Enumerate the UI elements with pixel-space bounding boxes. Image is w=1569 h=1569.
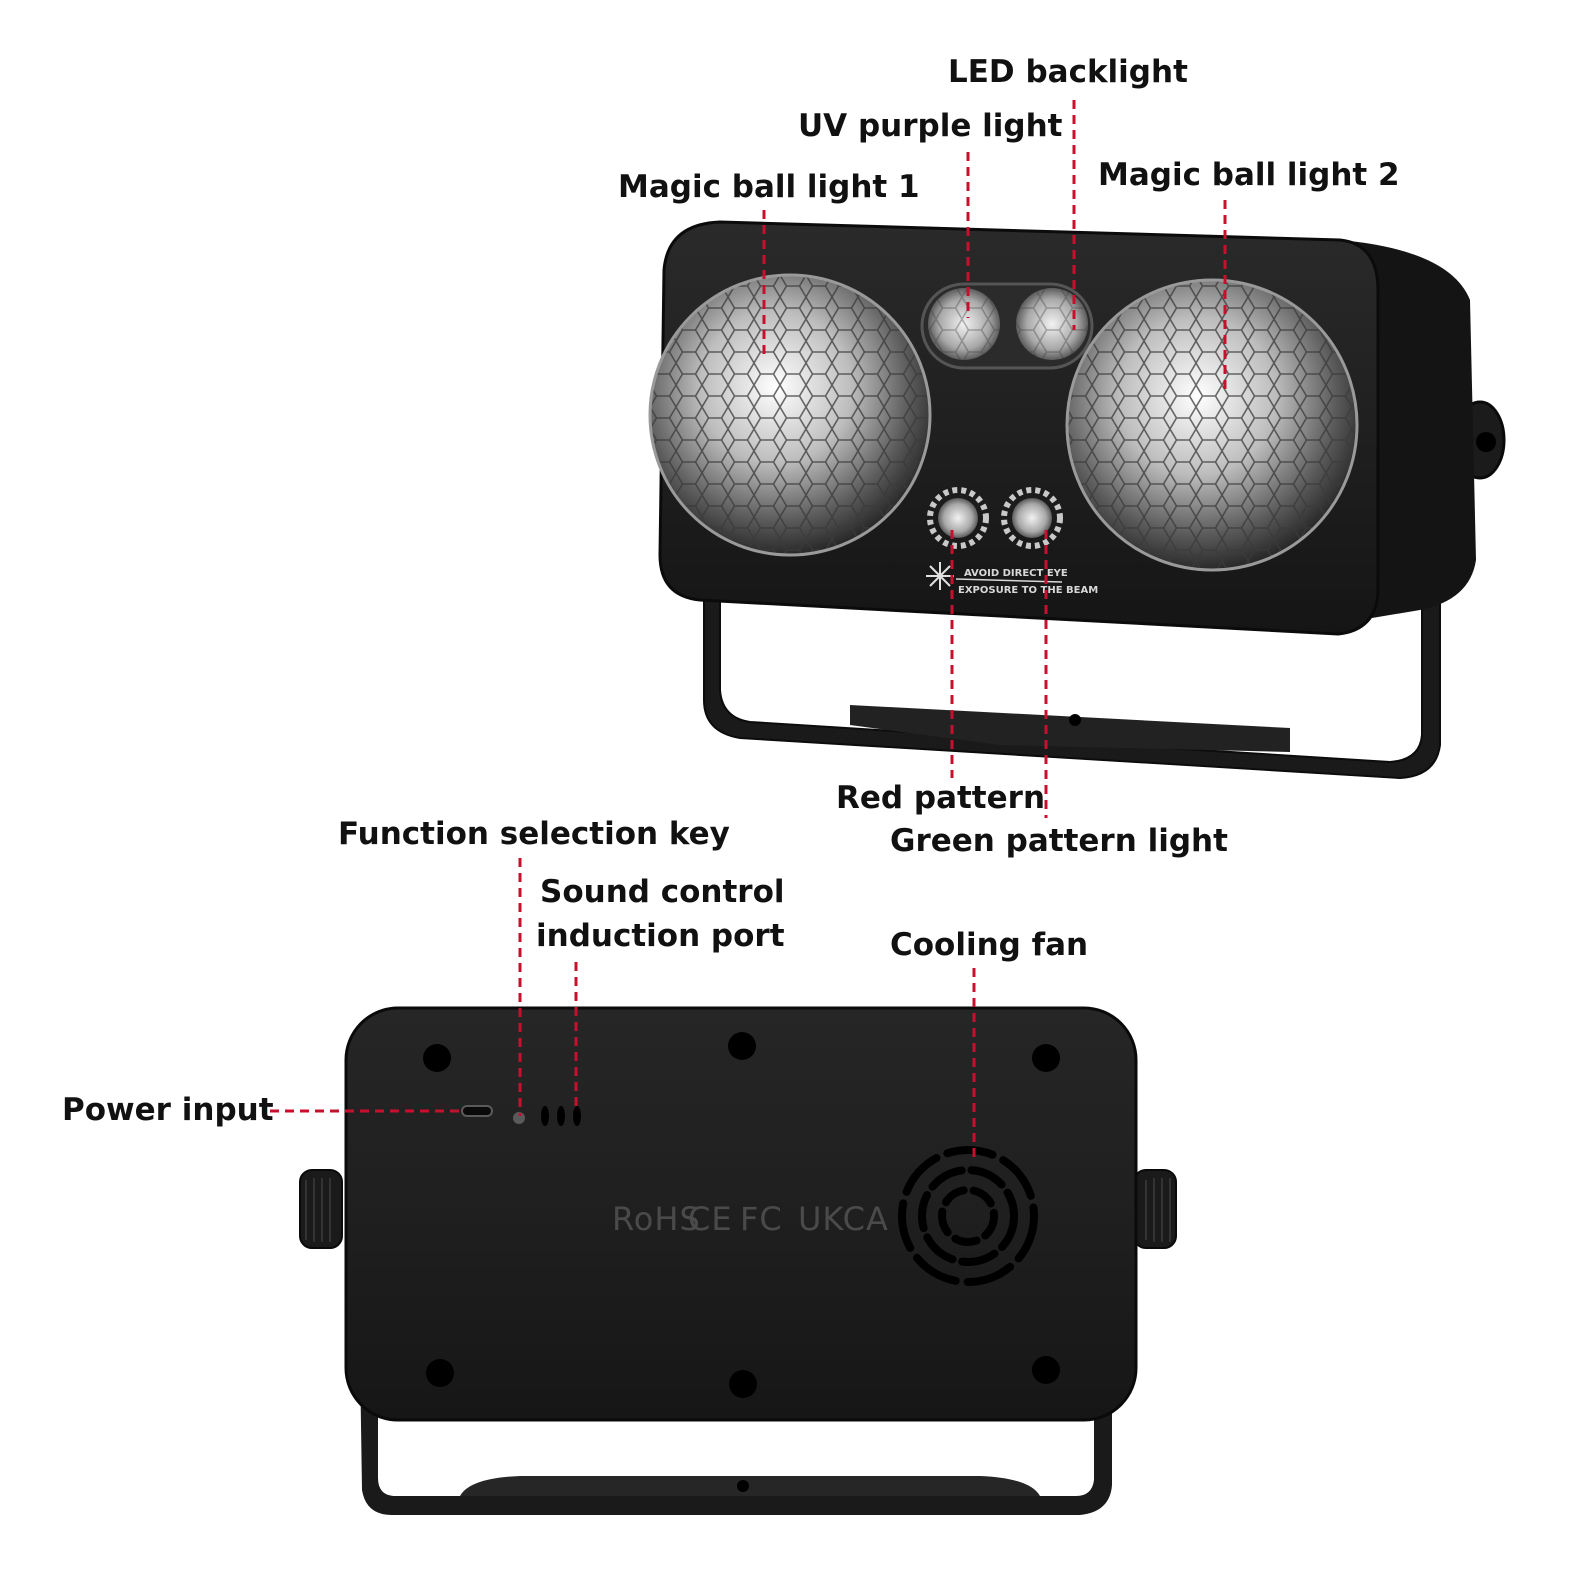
label-sound-control-line-1: Sound control xyxy=(540,874,785,910)
mic-slot xyxy=(557,1106,565,1126)
cert-ukca: UKCA xyxy=(798,1200,889,1238)
laser-warning: AVOID DIRECT EYE EXPOSURE TO THE BEAM xyxy=(926,562,1098,596)
label-magic-ball-light-1: Magic ball light 1 xyxy=(618,169,920,205)
label-uv-purple-light: UV purple light xyxy=(798,108,1063,144)
green-pattern-lens xyxy=(1001,487,1063,549)
label-sound-control-line-2: induction port xyxy=(536,918,785,954)
front-device: AVOID DIRECT EYE EXPOSURE TO THE BEAM xyxy=(648,220,1506,780)
back-bracket xyxy=(360,1360,1112,1515)
laser-warning-icon xyxy=(926,562,954,590)
mic-slot xyxy=(573,1106,581,1126)
label-green-pattern-light: Green pattern light xyxy=(890,823,1228,859)
label-cooling-fan: Cooling fan xyxy=(890,927,1088,963)
certification-marks: RoHS CE FC UKCA xyxy=(612,1200,889,1238)
function-selection-key[interactable] xyxy=(513,1112,525,1124)
lens-housing xyxy=(920,282,1094,370)
screw xyxy=(729,1370,757,1398)
back-knob-left xyxy=(299,1169,343,1249)
screw xyxy=(423,1044,451,1072)
screw xyxy=(728,1032,756,1060)
screw xyxy=(1032,1356,1060,1384)
bracket-hole xyxy=(1069,714,1081,726)
screw xyxy=(426,1359,454,1387)
cooling-fan-grille xyxy=(898,1146,1038,1286)
label-power-input: Power input xyxy=(62,1092,274,1128)
warning-line-2: EXPOSURE TO THE BEAM xyxy=(958,585,1098,596)
label-red-pattern: Red pattern xyxy=(836,780,1045,816)
callout-labels: LED backlight UV purple light Magic ball… xyxy=(62,54,1400,1128)
back-bracket-hole xyxy=(737,1480,749,1492)
back-knob-right xyxy=(1133,1169,1177,1249)
screw xyxy=(1032,1044,1060,1072)
mic-slot xyxy=(541,1106,549,1126)
label-function-selection-key: Function selection key xyxy=(338,816,730,852)
front-bracket-plate xyxy=(850,705,1290,752)
warning-line-1: AVOID DIRECT EYE xyxy=(964,568,1068,579)
front-knob-hole xyxy=(1476,432,1496,452)
magic-ball-2 xyxy=(1065,278,1359,572)
label-led-backlight: LED backlight xyxy=(948,54,1188,90)
cert-fc: FC xyxy=(740,1200,783,1238)
red-pattern-lens xyxy=(927,487,989,549)
cert-rohs: RoHS xyxy=(612,1200,701,1238)
magic-ball-1 xyxy=(648,273,932,557)
label-magic-ball-light-2: Magic ball light 2 xyxy=(1098,157,1400,193)
usb-c-port[interactable] xyxy=(461,1105,493,1117)
leader-lines xyxy=(270,100,1227,1162)
cert-ce: CE xyxy=(688,1200,733,1238)
back-bracket-plate xyxy=(460,1476,1040,1496)
back-device: RoHS CE FC UKCA xyxy=(299,1006,1177,1515)
